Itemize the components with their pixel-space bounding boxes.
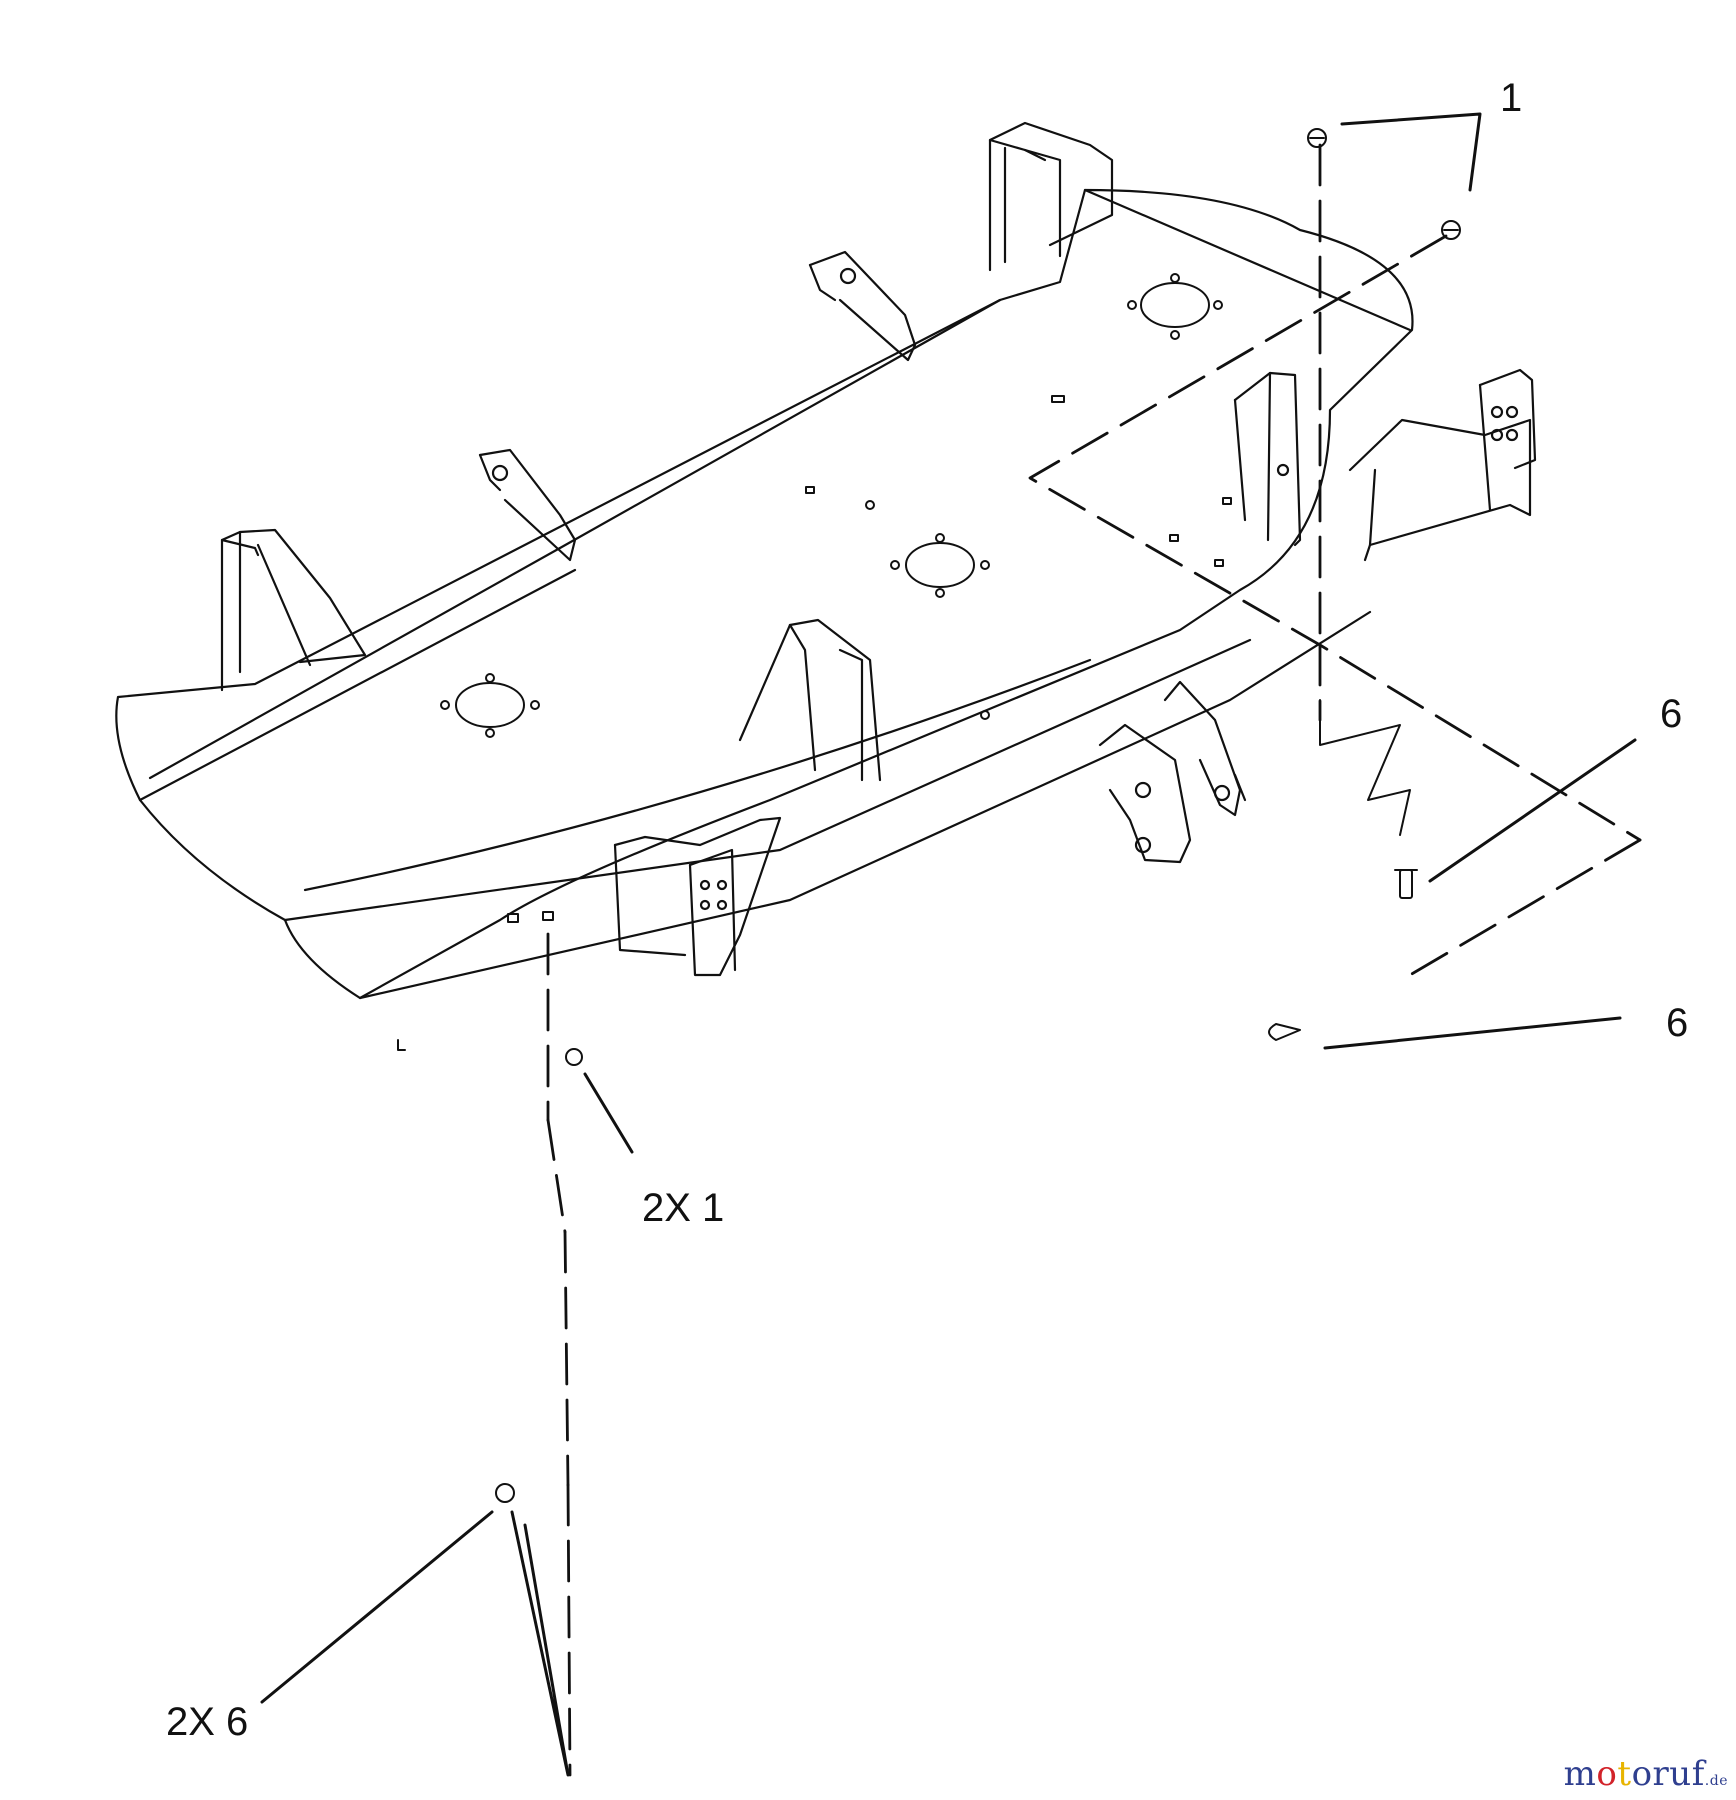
callout-6-lower: 6 — [1666, 1001, 1689, 1045]
assembly-lines — [546, 143, 1642, 1777]
callout-1: 1 — [1500, 76, 1523, 120]
right-side-bracket — [1348, 368, 1537, 562]
baffle-brackets — [220, 121, 1302, 782]
deck-shell — [115, 188, 1414, 1000]
break-line — [1319, 699, 1411, 836]
hardware — [397, 128, 1461, 1503]
front-hitch-brackets — [613, 680, 1247, 977]
motoruf-watermark: motoruf.de — [1563, 1754, 1728, 1794]
callout-6-upper: 6 — [1660, 692, 1683, 736]
leader-lines — [260, 112, 1637, 1777]
callout-2x-6: 2X 6 — [166, 1700, 249, 1744]
callout-2x-1: 2X 1 — [642, 1186, 725, 1230]
spindle-openings — [440, 273, 1232, 923]
